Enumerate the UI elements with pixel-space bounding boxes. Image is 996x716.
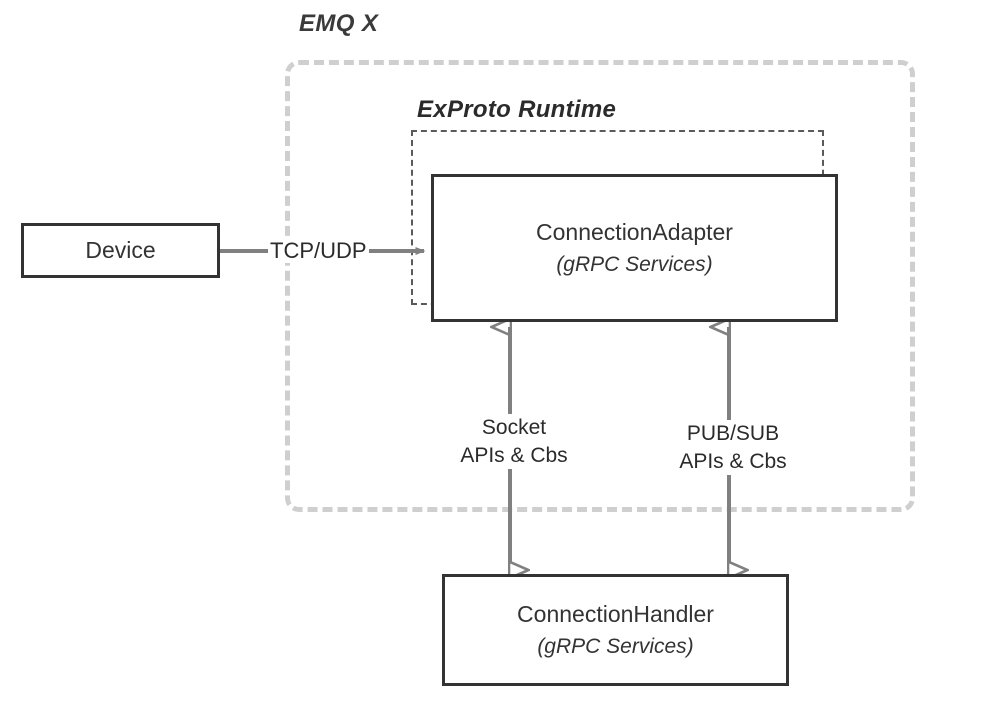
node-connection-handler-subtitle: (gRPC Services) <box>537 635 694 659</box>
edge-label-pubsub-apis: PUB/SUB APIs & Cbs <box>653 420 813 476</box>
edge-label-socket-line2: APIs & Cbs <box>460 443 568 467</box>
node-device[interactable]: Device <box>21 223 220 278</box>
emqx-boundary-label: EMQ X <box>299 10 379 37</box>
node-device-title: Device <box>85 237 156 264</box>
node-connection-handler-title: ConnectionHandler <box>517 601 714 628</box>
edge-label-tcp-udp: TCP/UDP <box>268 238 369 264</box>
edge-label-socket-line1: Socket <box>481 416 547 439</box>
emqx-boundary <box>285 60 915 512</box>
node-connection-adapter[interactable]: ConnectionAdapter (gRPC Services) <box>431 174 838 322</box>
node-connection-adapter-title: ConnectionAdapter <box>536 219 733 246</box>
edge-label-pubsub-line2: APIs & Cbs <box>679 449 787 473</box>
edge-label-pubsub-line1: PUB/SUB <box>686 422 780 445</box>
edge-label-socket-apis: Socket APIs & Cbs <box>434 414 594 470</box>
node-connection-adapter-subtitle: (gRPC Services) <box>556 253 713 277</box>
node-connection-handler[interactable]: ConnectionHandler (gRPC Services) <box>442 574 789 686</box>
exproto-runtime-label: ExProto Runtime <box>417 96 617 123</box>
